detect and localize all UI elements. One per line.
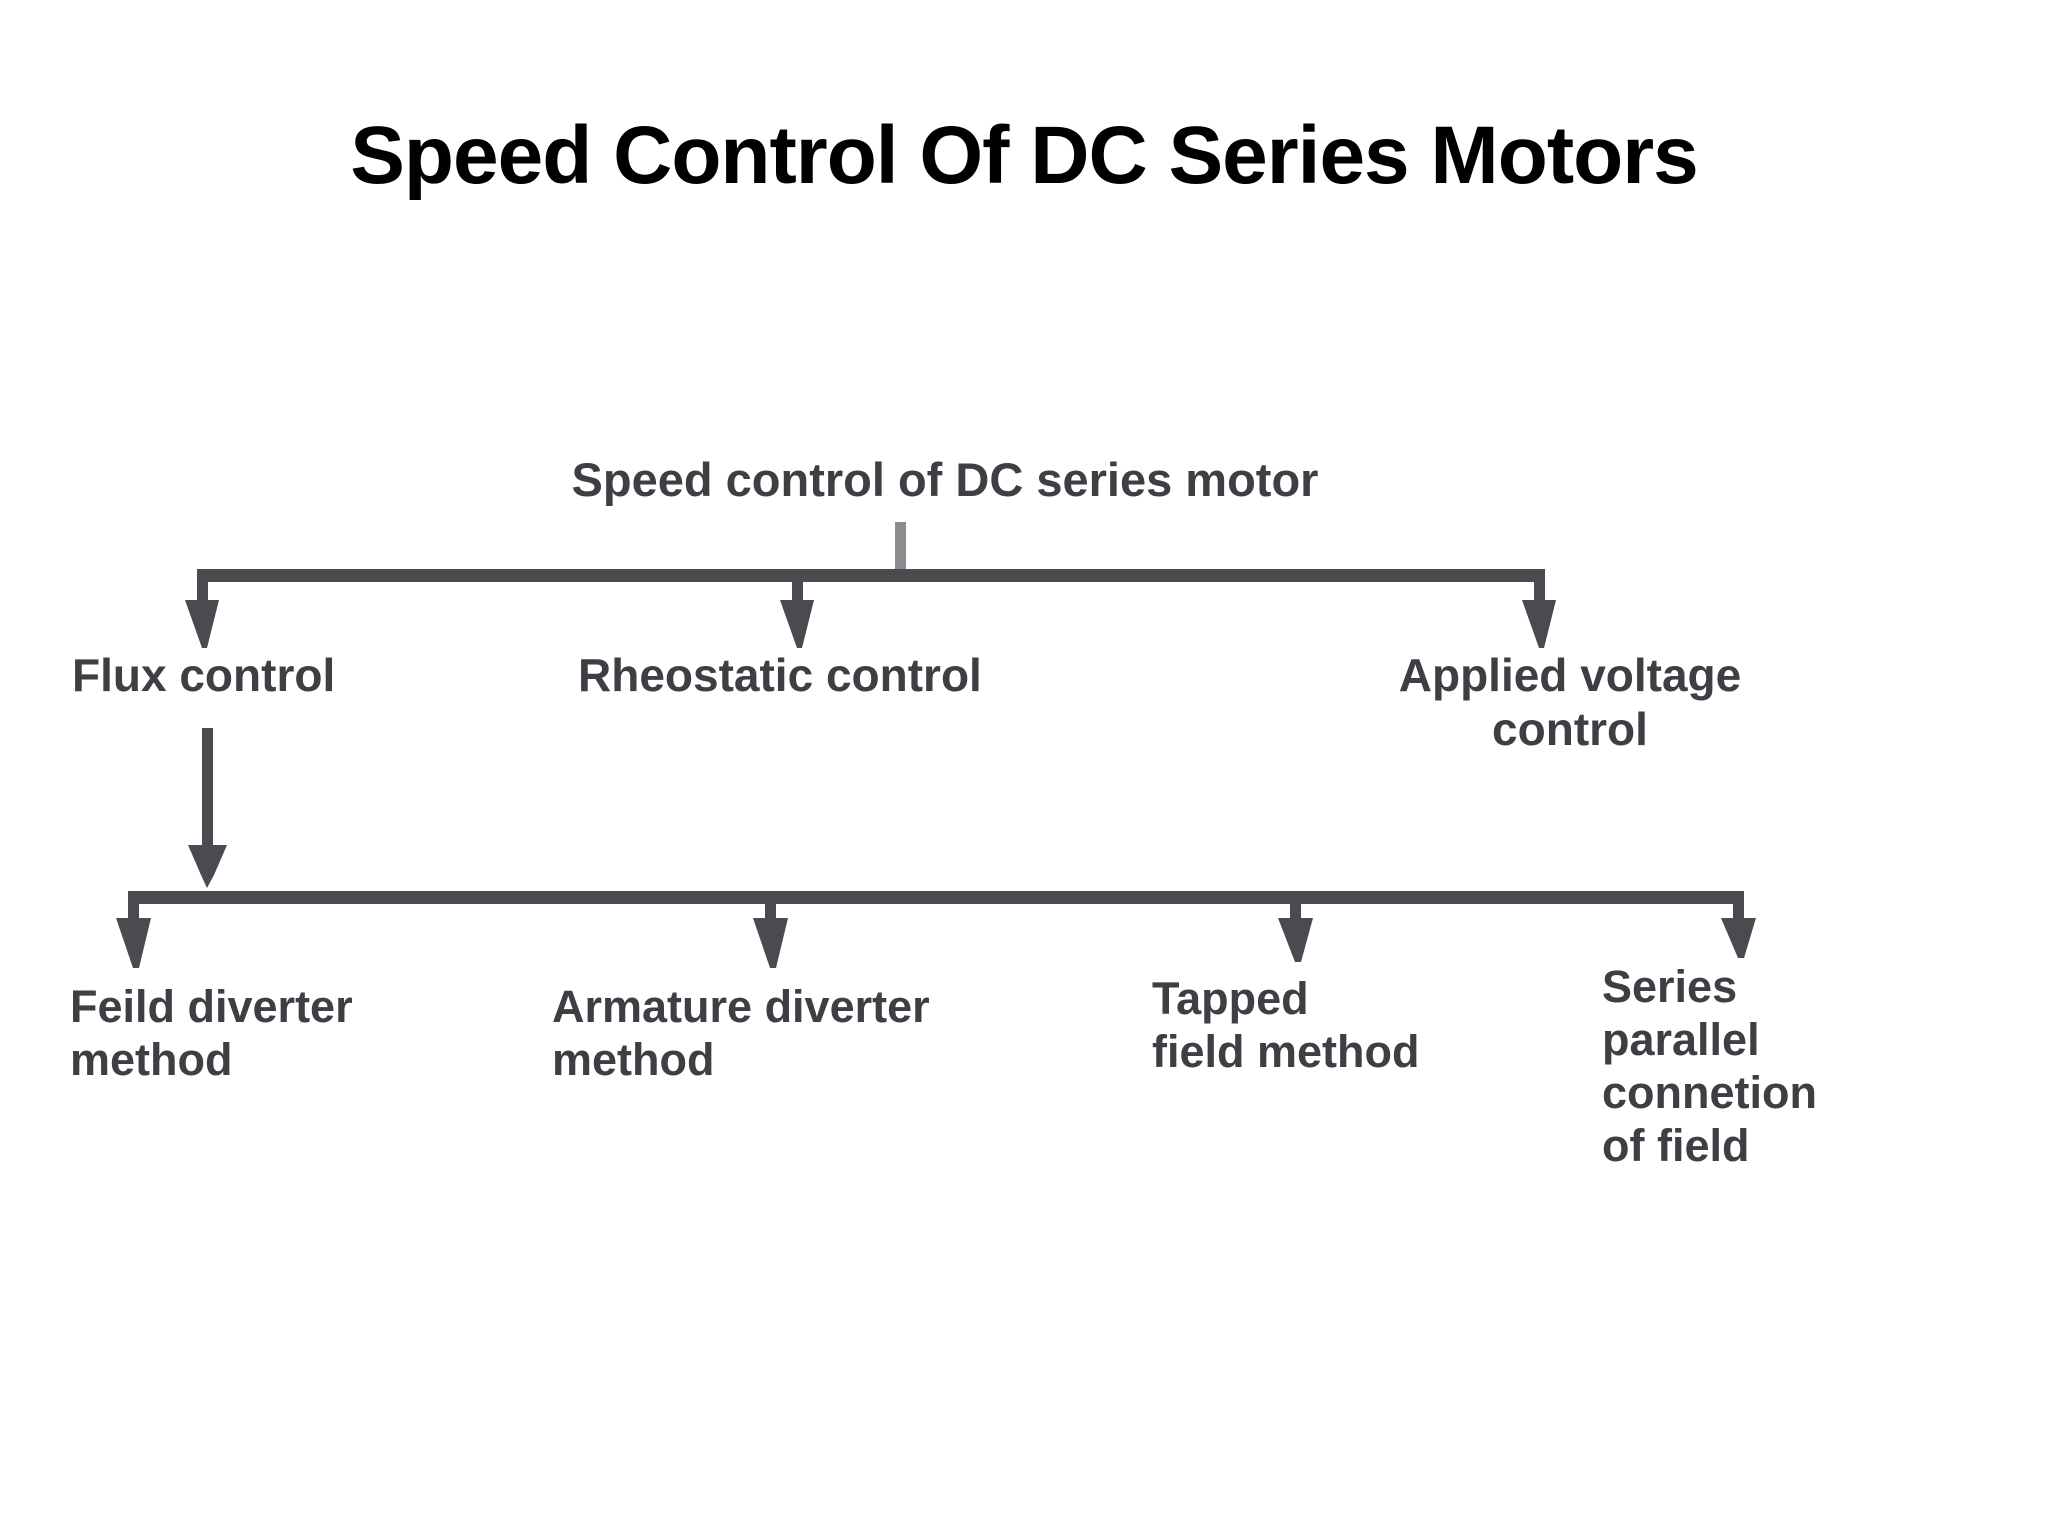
- connector-to-armature: [753, 891, 788, 968]
- connector-flux-to-level2: [188, 728, 227, 888]
- node-armature-diverter-method: Armature diverter method: [552, 981, 930, 1086]
- connector-to-series-parallel: [1721, 891, 1756, 958]
- node-feild-diverter-method: Feild diverter method: [70, 981, 353, 1086]
- node-tapped-field-method: Tapped field method: [1152, 973, 1420, 1078]
- page-title: Speed Control Of DC Series Motors: [350, 110, 1699, 201]
- node-root: Speed control of DC series motor: [571, 453, 1319, 506]
- connector-root-to-flux: [185, 569, 219, 648]
- connector-root-to-rheostatic: [780, 569, 814, 648]
- level2-bus-line: [128, 891, 1744, 904]
- level1-bus-line: [197, 569, 1545, 582]
- connector-to-tapped: [1278, 891, 1313, 962]
- node-applied-voltage-control: Applied voltage control: [1398, 649, 1742, 756]
- node-series-parallel-connetion-of-field: Series parallel connetion of field: [1602, 961, 1817, 1172]
- node-flux-control: Flux control: [72, 649, 336, 701]
- connector-to-feild: [116, 891, 151, 968]
- connector-root-to-applied: [1522, 569, 1556, 648]
- root-stem-connector: [895, 522, 906, 578]
- node-rheostatic-control: Rheostatic control: [578, 649, 982, 701]
